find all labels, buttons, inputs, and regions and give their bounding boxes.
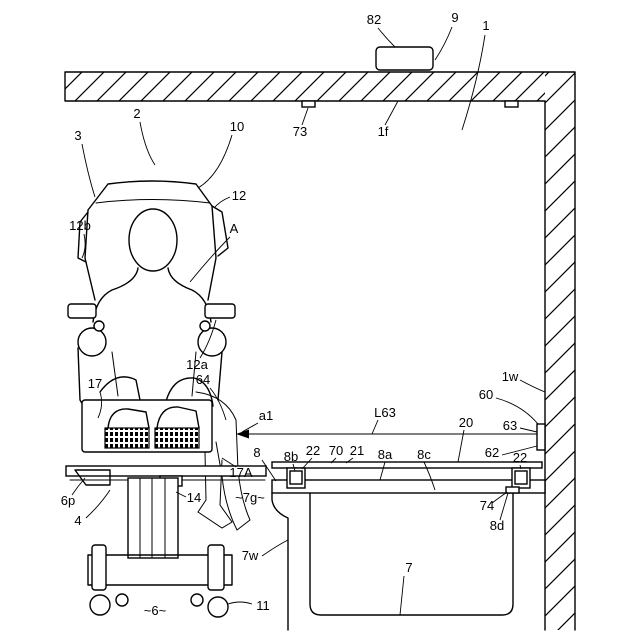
- label-12: 12: [232, 188, 246, 203]
- label-7g: ~7g~: [235, 490, 265, 505]
- armrest-right: [205, 304, 235, 318]
- footrest-right: [155, 428, 199, 448]
- leader-20: [458, 430, 464, 462]
- label-2: 2: [133, 106, 140, 121]
- label-8b: 8b: [284, 449, 298, 464]
- bathtub-rim: [272, 480, 545, 493]
- label-8c: 8c: [417, 447, 431, 462]
- leader-73: [302, 108, 308, 125]
- leader-A: [190, 237, 230, 282]
- label-8: 8: [253, 445, 260, 460]
- leader-12: [214, 197, 230, 208]
- arrow-head: [236, 430, 249, 439]
- leader-7w: [262, 540, 288, 556]
- leader-1w: [520, 380, 545, 392]
- label-74: 74: [480, 498, 494, 513]
- ceiling-device: [376, 47, 433, 70]
- footrest-left: [105, 428, 149, 448]
- label-7: 7: [405, 560, 412, 575]
- label-A: A: [230, 221, 239, 236]
- label-82: 82: [367, 12, 381, 27]
- person-torso: [112, 352, 196, 396]
- leader-7: [400, 576, 404, 615]
- armrest-knob-right: [200, 321, 210, 331]
- armrest-knob-left: [94, 321, 104, 331]
- wall-sensor: [537, 424, 545, 450]
- leader-2: [140, 122, 155, 165]
- label-12a: 12a: [186, 357, 208, 372]
- headrest-line: [96, 200, 210, 204]
- backrest: [85, 181, 216, 300]
- ceiling-sensor-right: [505, 101, 518, 107]
- label-60: 60: [479, 387, 493, 402]
- caster-right: [208, 597, 228, 617]
- label-8d: 8d: [490, 518, 504, 533]
- ceiling: [65, 72, 545, 101]
- label-6p: 6p: [61, 493, 75, 508]
- caster-inner-right: [191, 594, 203, 606]
- leader-a1: [242, 423, 258, 432]
- person-shoulders: [93, 268, 211, 322]
- person-head: [129, 209, 177, 271]
- care-chair: [66, 181, 266, 617]
- leader-10: [198, 135, 232, 188]
- label-64: 64: [196, 372, 210, 387]
- lift-column: [128, 478, 178, 558]
- label-1: 1: [482, 18, 489, 33]
- leader-11: [228, 602, 252, 604]
- caster-inner-left: [116, 594, 128, 606]
- cover-support-right-inner: [515, 471, 527, 484]
- bathtub-outer-wall: [272, 493, 288, 630]
- leader-3: [82, 144, 95, 197]
- rim-stopper: [506, 487, 519, 493]
- leader-9: [435, 27, 452, 60]
- label-73: 73: [293, 124, 307, 139]
- label-10: 10: [230, 119, 244, 134]
- leader-63: [520, 428, 537, 432]
- label-6: ~6~: [144, 603, 167, 618]
- label-12b: 12b: [69, 218, 91, 233]
- bathtub: [272, 462, 545, 630]
- leader-4: [86, 490, 110, 518]
- label-4: 4: [74, 513, 81, 528]
- ceiling-sensor-left: [302, 101, 315, 107]
- armrest-left: [68, 304, 96, 318]
- label-22-right: 22: [513, 450, 527, 465]
- label-22-left: 22: [306, 443, 320, 458]
- hand-left: [78, 328, 106, 356]
- bathtub-cover: [272, 462, 542, 468]
- label-17: 17: [88, 376, 102, 391]
- leader-82: [378, 28, 395, 47]
- cover-support-left-inner: [290, 471, 302, 484]
- label-11: 11: [256, 598, 270, 613]
- label-62: 62: [485, 445, 499, 460]
- leader-L63: [372, 420, 378, 434]
- label-17A: 17A: [229, 465, 252, 480]
- detection-arrow: [236, 430, 537, 439]
- label-L63: L63: [374, 405, 396, 420]
- label-1w: 1w: [502, 369, 519, 384]
- side-wall: [545, 72, 575, 630]
- label-70: 70: [329, 443, 343, 458]
- label-63: 63: [503, 418, 517, 433]
- wheel-arm-left: [92, 545, 106, 590]
- leader-1f: [385, 101, 398, 125]
- wheel-arm-right: [208, 545, 224, 590]
- leader-8d: [500, 493, 508, 520]
- label-20: 20: [459, 415, 473, 430]
- caster-left: [90, 595, 110, 615]
- person-leg-lowered: [198, 452, 232, 528]
- label-a1: a1: [259, 408, 273, 423]
- label-9: 9: [451, 10, 458, 25]
- label-14: 14: [187, 490, 201, 505]
- label-1f: 1f: [378, 124, 389, 139]
- label-8a: 8a: [378, 447, 393, 462]
- label-3: 3: [74, 128, 81, 143]
- label-21: 21: [350, 443, 364, 458]
- label-7w: 7w: [242, 548, 259, 563]
